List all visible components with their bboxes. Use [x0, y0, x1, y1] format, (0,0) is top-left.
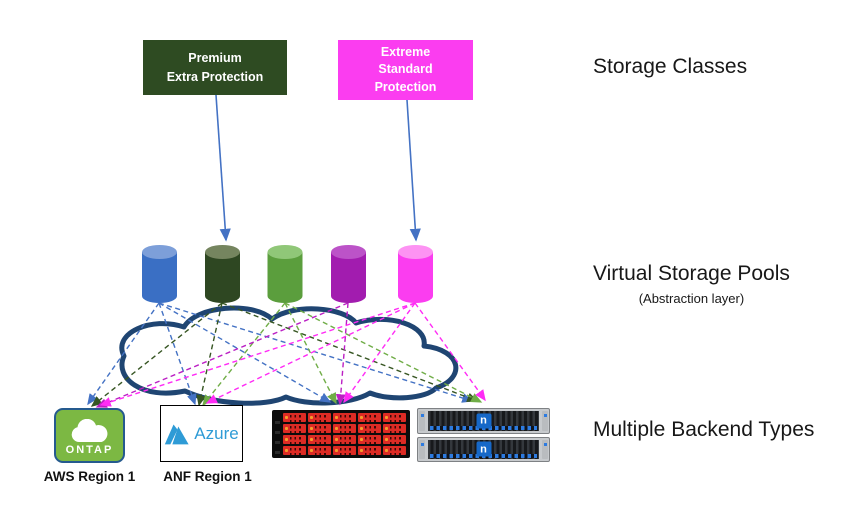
link-green-shelf: [284, 302, 337, 405]
backend-ontap-aws: ONTAP: [54, 408, 125, 463]
drive-module: [358, 435, 381, 444]
drive-module: [358, 413, 381, 422]
cylinder-body: [267, 252, 303, 304]
drive-module: [308, 424, 331, 433]
azure-wordmark: Azure: [194, 423, 239, 443]
drive-module: [308, 435, 331, 444]
cylinder-body: [331, 252, 366, 304]
netapp-logo-icon: n: [476, 413, 491, 429]
cylinder-top: [398, 245, 433, 259]
abstraction-cloud: [119, 305, 459, 406]
cylinder-top: [331, 245, 366, 259]
link-dkgreen-azure: [196, 302, 223, 407]
backend-red-disk-shelf: [272, 410, 410, 458]
ontap-wordmark: ONTAP: [65, 444, 114, 456]
aws-region-label: AWS Region 1: [43, 469, 136, 484]
link-green-azure: [202, 302, 286, 407]
drive-module: [383, 435, 406, 444]
link-purple-ontap: [95, 302, 349, 408]
link-green-appliance: [284, 302, 483, 403]
cylinder-top: [142, 245, 177, 259]
pool-cylinders: [142, 245, 433, 304]
link-magenta-ontap: [99, 302, 416, 407]
chassis-ear: [542, 411, 548, 431]
storage-class-premium: Premium Extra Protection: [143, 40, 287, 95]
azure-logo-icon: [165, 423, 189, 444]
arrow-extreme-to-pool: [406, 99, 421, 242]
drive-module: [283, 424, 306, 433]
drive-module: [283, 413, 306, 422]
chassis-ear: [419, 439, 425, 459]
cylinder-top: [267, 245, 303, 259]
abstraction-layer-label: (Abstraction layer): [638, 291, 745, 306]
cylinder-top: [205, 245, 240, 259]
link-dkgreen-appliance: [221, 302, 479, 403]
link-magenta-shelf: [343, 302, 416, 404]
drive-module: [383, 413, 406, 422]
link-blue-ontap: [87, 302, 160, 406]
chassis-ear: [419, 411, 425, 431]
link-magenta-azure: [205, 302, 416, 404]
drive-module: [333, 424, 356, 433]
link-magenta-appliance: [414, 302, 486, 402]
arrow-premium-to-pool: [215, 94, 231, 242]
appliance-unit: n: [417, 408, 550, 434]
link-dkgreen-ontap: [90, 302, 223, 407]
link-blue-appliance: [158, 302, 474, 403]
drive-module: [308, 413, 331, 422]
cylinder-body: [398, 252, 433, 304]
link-blue-azure: [158, 302, 197, 406]
netapp-logo-icon: n: [476, 441, 491, 457]
appliance-unit: n: [417, 436, 550, 462]
backend-azure-anf: Azure: [160, 405, 243, 462]
pool-cylinder-blue: [142, 245, 177, 304]
storage-class-extreme: Extreme Standard Protection: [338, 40, 473, 100]
cylinder-body: [205, 252, 240, 304]
drive-module: [358, 446, 381, 455]
pool-cylinder-purple: [331, 245, 366, 304]
ontap-cloud-icon: [71, 419, 107, 442]
storage-classes-label: Storage Classes: [593, 55, 748, 78]
class-to-pool-arrows: [215, 94, 421, 242]
chassis-ear: [542, 439, 548, 459]
anf-region-label: ANF Region 1: [163, 469, 252, 484]
cylinder-body: [142, 252, 177, 304]
drive-module: [283, 446, 306, 455]
drive-module: [333, 446, 356, 455]
drive-module: [283, 435, 306, 444]
link-blue-shelf: [158, 302, 332, 403]
drive-module: [333, 413, 356, 422]
pool-cylinder-magenta: [398, 245, 433, 304]
virtual-pools-label: Virtual Storage Pools: [593, 262, 790, 285]
pool-cylinder-green: [267, 245, 303, 304]
pool-cylinder-dark-green: [205, 245, 240, 304]
drive-module: [333, 435, 356, 444]
drive-module: [308, 446, 331, 455]
pool-to-backend-links: [87, 302, 486, 408]
drive-module: [358, 424, 381, 433]
drive-module: [383, 446, 406, 455]
virtual-pools-label-group: Virtual Storage Pools (Abstraction layer…: [593, 262, 790, 306]
drive-module: [383, 424, 406, 433]
backend-types-label: Multiple Backend Types: [593, 418, 815, 441]
backend-netapp-appliance: n n: [417, 408, 550, 462]
